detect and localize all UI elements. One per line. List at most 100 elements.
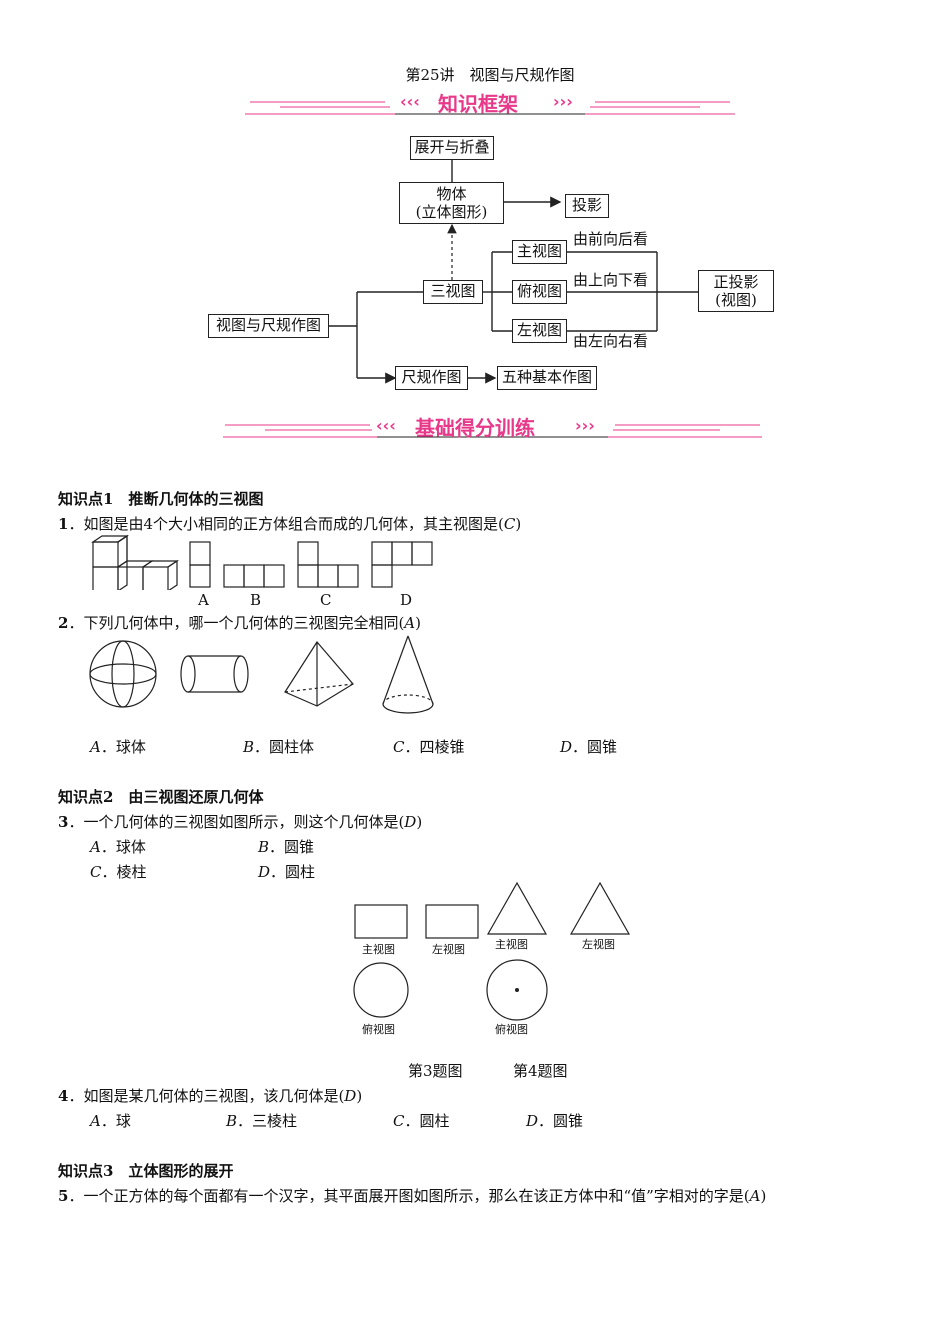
section-kp1: 知识点1 推断几何体的三视图 [58, 490, 264, 508]
q4-front-view-triangle [486, 881, 548, 935]
node-projection: 投影 [565, 194, 609, 218]
q4-option-b: B．三棱柱 [226, 1111, 297, 1131]
q1-close: ) [515, 515, 522, 533]
q3-option-b-text: ．圆锥 [269, 838, 315, 856]
q3-close: ) [416, 813, 423, 831]
q1-option-d-figure [371, 541, 433, 588]
q1-number: 1 [58, 515, 69, 533]
node-ortho-line2: (视图) [715, 291, 757, 309]
q5-text: ．一个正方体的每个面都有一个汉字，其平面展开图如图所示，那么在该正方体中和“值”… [68, 1187, 750, 1205]
fig3-caption: 第3题图 [408, 1062, 463, 1080]
q2-option-d-text: ．圆锥 [572, 738, 618, 756]
q4-option-a: A．球 [90, 1111, 131, 1131]
banner-title-framework: 知识框架 [438, 92, 518, 116]
q4-center-dot [515, 988, 519, 992]
q4-option-c-text: ．圆柱 [404, 1112, 450, 1130]
node-orthographic: 正投影 (视图) [698, 270, 774, 312]
node-object-line1: 物体 [436, 185, 467, 203]
q4-answer: D [344, 1087, 357, 1105]
q2-pyramid-figure [284, 640, 354, 707]
q3-answer: D [404, 813, 417, 831]
q4-option-a-text: ．球 [100, 1112, 131, 1130]
question-3: 3．一个几何体的三视图如图所示，则这个几何体是(D) [58, 812, 422, 832]
q4-close: ) [356, 1087, 363, 1105]
q4-caption-left: 左视图 [582, 938, 615, 951]
q2-option-c-text: ．四棱锥 [404, 738, 465, 756]
q4-option-c: C．圆柱 [393, 1111, 450, 1131]
node-root: 视图与尺规作图 [208, 314, 329, 338]
q4-left-view-triangle [569, 881, 631, 935]
fig4-caption: 第4题图 [513, 1062, 568, 1080]
q3-number: 3 [58, 813, 69, 831]
label-left-direction: 由左向右看 [573, 332, 649, 350]
q3-caption-left: 左视图 [432, 943, 465, 956]
q2-option-a: A．球体 [90, 737, 146, 757]
q4-option-c-letter: C [393, 1112, 405, 1130]
q4-option-d: D．圆锥 [526, 1111, 583, 1131]
banner-decoration-2 [223, 424, 762, 438]
q3-option-c-text: ．棱柱 [101, 863, 147, 881]
q1-answer: C [503, 515, 516, 533]
framework-connectors [329, 159, 698, 384]
node-ruler: 尺规作图 [395, 366, 468, 390]
q2-figures [89, 635, 434, 714]
node-left-view: 左视图 [512, 319, 567, 343]
q2-cone-figure [382, 635, 434, 714]
label-top-direction: 由上向下看 [573, 271, 649, 289]
q2-answer: A [404, 614, 416, 632]
q3-caption-top: 俯视图 [362, 1023, 395, 1036]
q1-solid-figure [91, 534, 179, 590]
q3-left-view-rect [425, 904, 479, 939]
node-front-view: 主视图 [512, 240, 567, 264]
q3-option-b: B．圆锥 [258, 837, 314, 857]
node-top-view: 俯视图 [512, 280, 567, 304]
q1-label-c: C [320, 591, 332, 609]
q2-option-b-letter: B [243, 738, 255, 756]
q3-top-view-circle [353, 962, 409, 1018]
q2-option-a-letter: A [90, 738, 101, 756]
q1-figures [91, 534, 433, 590]
q3-text: ．一个几何体的三视图如图所示，则这个几何体是( [68, 813, 405, 831]
node-five: 五种基本作图 [497, 366, 597, 390]
q1-label-d: D [400, 591, 413, 609]
q3-option-c: C．棱柱 [90, 862, 147, 882]
q5-close: ) [760, 1187, 767, 1205]
q3-q4-figures [353, 881, 631, 1021]
node-object: 物体 (立体图形) [399, 182, 504, 224]
q4-caption-front: 主视图 [495, 938, 528, 951]
q4-option-b-text: ．三棱柱 [237, 1112, 298, 1130]
q3-option-b-letter: B [258, 838, 270, 856]
node-ortho-line1: 正投影 [713, 273, 759, 291]
q1-label-a: A [198, 591, 209, 609]
question-4: 4．如图是某几何体的三视图，该几何体是(D) [58, 1086, 362, 1106]
q3-option-a-text: ．球体 [100, 838, 146, 856]
q2-sphere-figure [89, 640, 157, 708]
q3-option-a: A．球体 [90, 837, 146, 857]
node-unfold: 展开与折叠 [410, 136, 494, 160]
question-1: 1．如图是由4个大小相同的正方体组合而成的几何体，其主视图是(C) [58, 514, 521, 534]
q4-option-b-letter: B [226, 1112, 238, 1130]
chevron-left-icon-2: ‹‹‹ [376, 416, 396, 435]
section-kp3: 知识点3 立体图形的展开 [58, 1162, 234, 1180]
q2-text: ．下列几何体中，哪一个几何体的三视图完全相同( [68, 614, 405, 632]
chevron-right-icon: ››› [553, 92, 573, 111]
q4-text: ．如图是某几何体的三视图，该几何体是( [68, 1087, 345, 1105]
chevron-left-icon: ‹‹‹ [400, 92, 420, 111]
q2-cylinder-figure [180, 655, 249, 693]
q2-option-b-text: ．圆柱体 [254, 738, 315, 756]
question-2: 2．下列几何体中，哪一个几何体的三视图完全相同(A) [58, 613, 421, 633]
label-front-direction: 由前向后看 [573, 230, 649, 248]
q3-option-d: D．圆柱 [258, 862, 315, 882]
q1-label-b: B [250, 591, 262, 609]
q4-option-d-letter: D [526, 1112, 539, 1130]
q2-close: ) [415, 614, 421, 632]
q3-option-d-text: ．圆柱 [270, 863, 316, 881]
q1-option-a-figure [189, 541, 211, 588]
q1-option-c-figure [297, 541, 359, 588]
q1-option-b-figure [223, 564, 285, 588]
q3-option-a-letter: A [90, 838, 101, 856]
q2-option-c: C．四棱锥 [393, 737, 465, 757]
node-object-line2: (立体图形) [415, 203, 488, 221]
banner-decoration-1 [245, 101, 735, 115]
q2-option-a-text: ．球体 [100, 738, 146, 756]
